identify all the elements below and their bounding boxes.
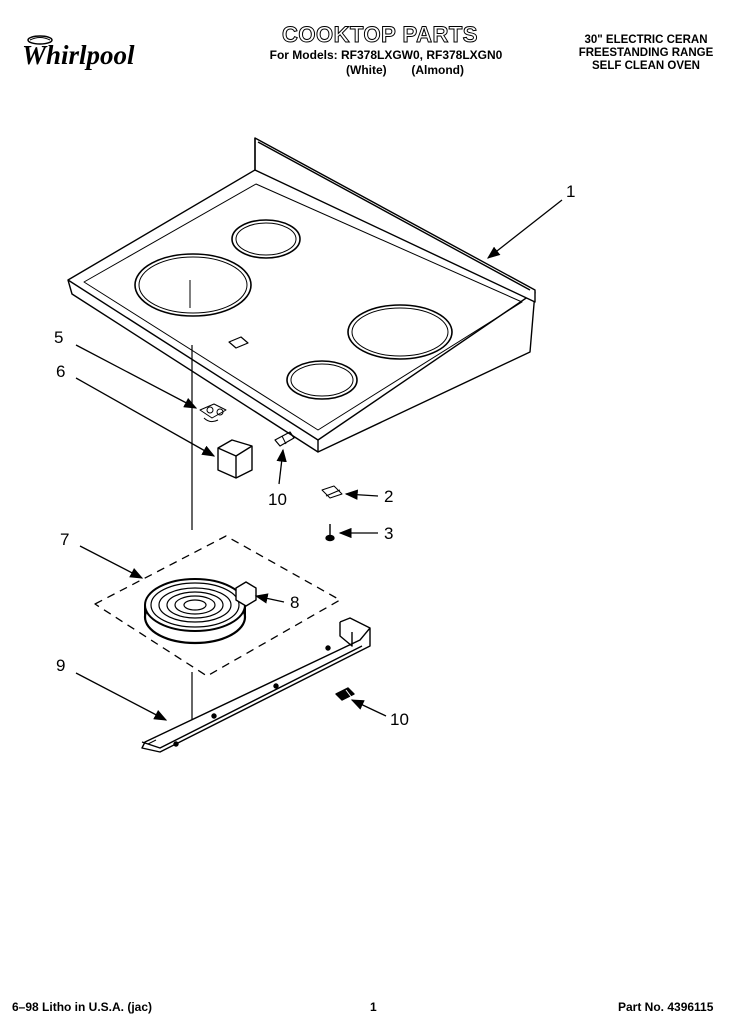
callout-7: 7 <box>60 530 70 549</box>
screw-upper <box>274 431 295 447</box>
limiter-clip <box>199 403 227 423</box>
variant-white: (White) <box>346 63 387 77</box>
model-numbers: For Models: RF378LXGW0, RF378LXGN0 <box>269 48 503 62</box>
litho-info: 6–98 Litho in U.S.A. (jac) <box>12 1000 153 1014</box>
callout-10-lower: 10 <box>390 710 409 729</box>
product-description: 30" ELECTRIC CERAN FREESTANDING RANGE SE… <box>566 34 726 73</box>
whirlpool-logo: Whirlpool <box>18 34 148 70</box>
callout-9: 9 <box>56 656 66 675</box>
page-title: COOKTOP PARTS <box>282 22 478 48</box>
callout-5: 5 <box>54 328 64 347</box>
bracket <box>217 439 253 479</box>
callout-1: 1 <box>566 182 576 201</box>
description-line: 30" ELECTRIC CERAN <box>584 34 708 46</box>
page-number: 1 <box>370 1000 377 1014</box>
callout-2: 2 <box>384 487 394 506</box>
screw <box>325 524 335 542</box>
cooktop-glass <box>67 137 536 453</box>
callout-8: 8 <box>290 593 300 612</box>
screw-lower <box>335 687 355 701</box>
radiant-element <box>143 578 257 645</box>
model-variants: (White) (Almond) <box>346 63 486 77</box>
part-number: Part No. 4396115 <box>618 1000 714 1014</box>
callout-3: 3 <box>384 524 394 543</box>
svg-text:Whirlpool: Whirlpool <box>22 40 135 70</box>
callout-10-upper: 10 <box>268 490 287 509</box>
variant-almond: (Almond) <box>411 63 464 77</box>
callout-6: 6 <box>56 362 66 381</box>
description-line: SELF CLEAN OVEN <box>592 60 700 72</box>
terminal-clip <box>321 485 343 499</box>
support-rail <box>141 617 371 753</box>
description-line: FREESTANDING RANGE <box>578 47 714 59</box>
